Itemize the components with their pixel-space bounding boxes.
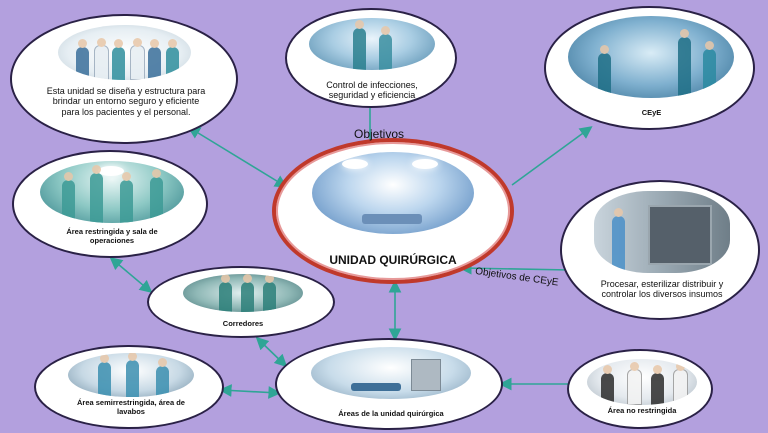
arrow-procesar-center (458, 261, 571, 275)
edge-label-objetivos: Objetivos (354, 127, 405, 141)
node-center: UNIDAD QUIRÚRGICA (272, 138, 514, 284)
staff-photo (587, 359, 697, 405)
node-restringida-text: Área restringida y sala de operaciones (66, 227, 158, 245)
arrow-corredores-areas (255, 336, 288, 368)
node-procesar: Procesar, esterilizar distribuir y contr… (560, 180, 760, 320)
node-description: Esta unidad se diseña y estructura para … (10, 14, 238, 144)
node-semirrestringida: Área semirrestringida, área de lavabos (34, 345, 224, 429)
node-center-text: UNIDAD QUIRÚRGICA (329, 253, 457, 267)
node-restringida: Área restringida y sala de operaciones (12, 150, 208, 258)
handwashing-photo (309, 18, 435, 70)
node-control-text: Control de infecciones, seguridad y efic… (326, 80, 418, 101)
node-norestringida-text: Área no restringida (607, 406, 677, 415)
scrub-area-photo (68, 353, 194, 397)
arrow-center-ceye (511, 126, 593, 186)
doctors-photo (58, 25, 191, 80)
node-norestringida: Área no restringida (567, 349, 713, 429)
arrow-restringida-corredores (109, 256, 153, 294)
ceye-photo (568, 16, 734, 98)
node-areas-text: Áreas de la unidad quirúrgica (338, 409, 444, 418)
node-areas: Áreas de la unidad quirúrgica (275, 338, 503, 430)
sterilizer-photo (594, 191, 730, 273)
corridor-photo (183, 274, 303, 312)
node-semirrestringida-text: Área semirrestringida, área de lavabos (77, 398, 185, 416)
node-ceye: CEyE (544, 6, 755, 130)
node-ceye-text: CEyE (641, 108, 662, 117)
node-corredores: Corredores (147, 266, 335, 338)
surgical-suite-photo (311, 347, 471, 399)
node-control: Control de infecciones, seguridad y efic… (285, 8, 457, 108)
node-procesar-text: Procesar, esterilizar distribuir y contr… (600, 279, 724, 300)
arrow-semi-areas (218, 384, 282, 399)
node-corredores-text: Corredores (222, 319, 264, 328)
operating-room-photo (312, 152, 474, 234)
node-description-text: Esta unidad se diseña y estructura para … (46, 86, 206, 117)
arrow-desc-center (187, 126, 288, 188)
operating-team-photo (40, 161, 184, 223)
